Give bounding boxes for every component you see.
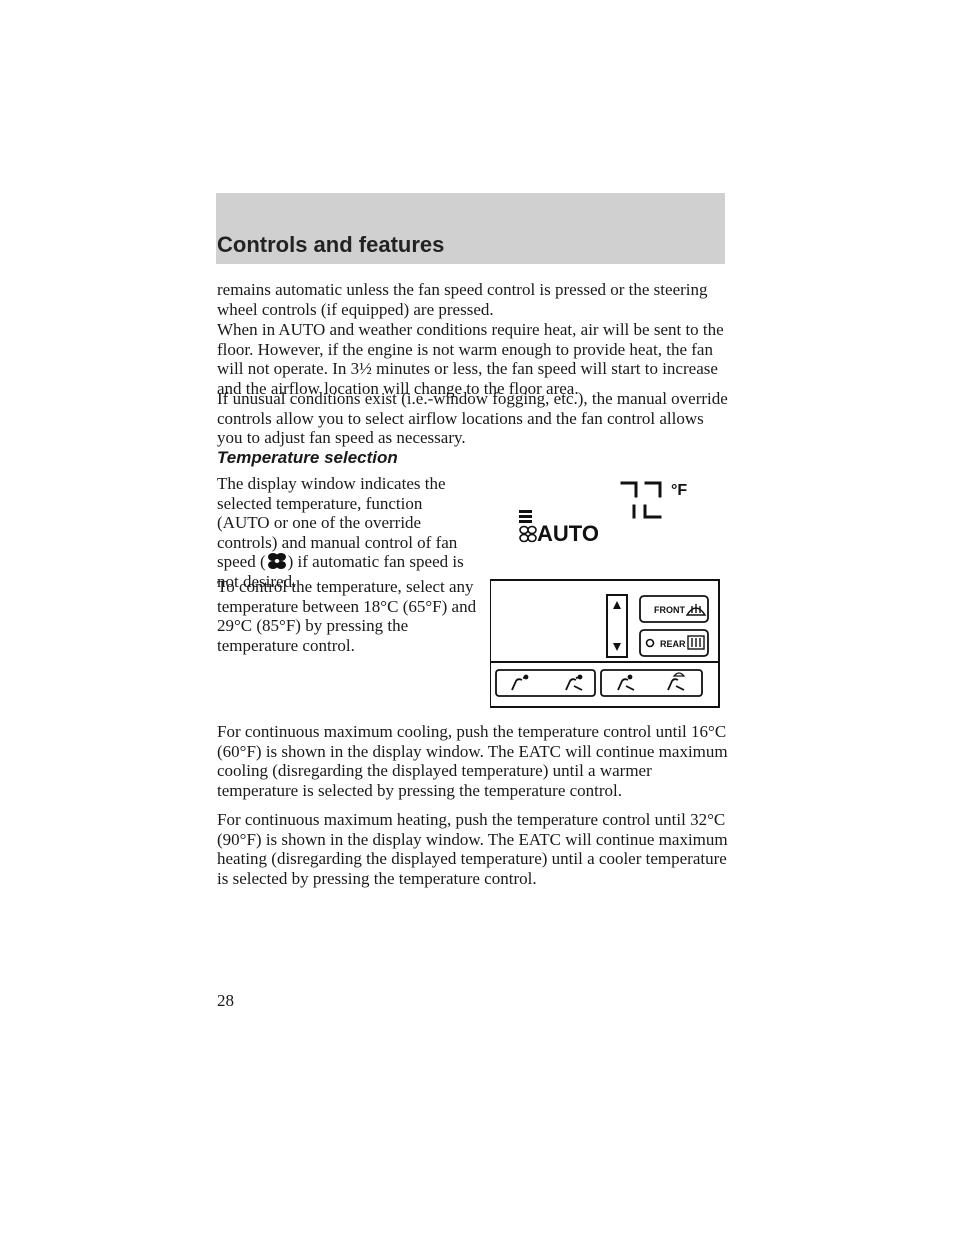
section-title: Controls and features — [217, 232, 445, 257]
floor-vent-icon — [617, 674, 635, 691]
fan-speed-indicator — [519, 510, 532, 523]
rear-defrost-indicator — [645, 638, 655, 648]
panel-vent-icon — [511, 674, 529, 691]
body-paragraph: If unusual conditions exist (i.e.-window… — [217, 389, 728, 447]
airflow-button-left[interactable] — [495, 669, 596, 697]
front-button-label: FRONT — [654, 605, 685, 615]
max-cooling-paragraph: For continuous maximum cooling, push the… — [217, 722, 728, 800]
control-panel-outline — [490, 579, 720, 708]
control-paragraph: To control the temperature, select any t… — [217, 577, 477, 655]
subheading-temperature-selection: Temperature selection — [217, 448, 398, 467]
max-heating-paragraph: For continuous maximum heating, push the… — [217, 810, 728, 888]
airflow-button-right[interactable] — [600, 669, 703, 697]
temp-down-arrow-icon — [613, 643, 621, 651]
display-text-before-icon: The display window indicates the selecte… — [217, 474, 458, 571]
rear-defrost-icon — [687, 635, 705, 650]
floor-defrost-icon — [667, 672, 686, 691]
temperature-control-button[interactable] — [606, 594, 628, 658]
temperature-unit-label: °F — [671, 482, 688, 499]
display-description-paragraph: The display window indicates the selecte… — [217, 474, 479, 591]
panel-floor-vent-icon — [565, 674, 583, 691]
climate-control-figure — [490, 481, 720, 708]
body-paragraph: remains automatic unless the fan speed c… — [217, 280, 708, 319]
front-defrost-icon — [685, 604, 707, 616]
auto-mode-label: AUTO — [537, 521, 599, 546]
fan-icon — [519, 525, 537, 543]
body-paragraph: When in AUTO and weather conditions requ… — [217, 320, 724, 398]
page-number: 28 — [217, 991, 234, 1010]
rear-button-label: REAR — [660, 639, 686, 649]
display-text-after-icon: ) if automatic fan speed is not desired. — [217, 552, 464, 591]
header-band — [216, 193, 725, 264]
temperature-display-digits — [620, 481, 662, 519]
fan-icon — [267, 553, 286, 569]
temp-up-arrow-icon — [613, 601, 621, 609]
